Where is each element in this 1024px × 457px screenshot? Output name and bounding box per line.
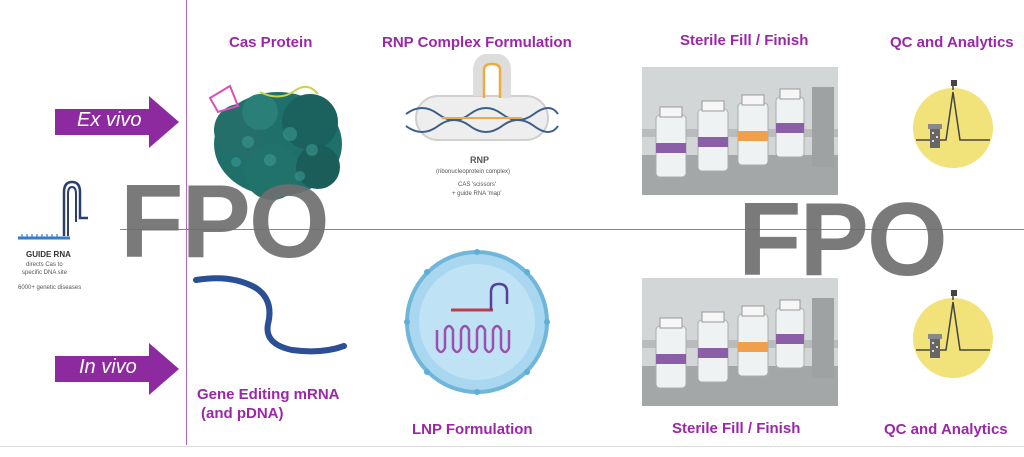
vials-icon xyxy=(642,67,838,195)
label-cas-protein: Cas Protein xyxy=(229,34,313,51)
guide-rna-line3: 6000+ genetic diseases xyxy=(18,285,82,291)
arrow-shape-icon xyxy=(55,343,179,395)
qc-analytics-icon-top xyxy=(913,80,993,168)
guide-rna-title: GUIDE RNA xyxy=(26,250,71,259)
bottom-rule xyxy=(0,446,1024,447)
ex-vivo-label: Ex vivo xyxy=(77,109,142,131)
label-gene-editing-line1: Gene Editing mRNA xyxy=(197,386,340,403)
label-sterile-bottom: Sterile Fill / Finish xyxy=(672,420,801,437)
guide-rna-icon xyxy=(18,180,88,240)
guide-rna-line1: directs Cas to xyxy=(26,262,63,268)
label-lnp-formulation: LNP Formulation xyxy=(412,421,533,438)
label-sterile-top: Sterile Fill / Finish xyxy=(680,32,809,49)
in-vivo-label: In vivo xyxy=(79,356,137,378)
arrow-shape-icon xyxy=(55,96,179,148)
ex-vivo-arrow: Ex vivo xyxy=(55,96,179,148)
label-gene-editing-line2: (and pDNA) xyxy=(201,405,284,422)
lnp-particle-icon xyxy=(404,249,550,395)
guide-rna-diagram: GUIDE RNA directs Cas to specific DNA si… xyxy=(12,178,122,298)
in-vivo-arrow: In vivo xyxy=(55,343,179,395)
cas-protein-icon xyxy=(208,84,342,200)
fpo-watermark-left: FPO xyxy=(120,164,330,280)
rnp-subtitle: (ribonucleoprotein complex) xyxy=(436,169,511,175)
vial-photo-top xyxy=(642,67,838,195)
label-qc-bottom: QC and Analytics xyxy=(884,421,1008,438)
qc-analytics-icon-bottom xyxy=(913,290,993,378)
rnp-line2: + guide RNA 'map' xyxy=(452,191,502,197)
vertical-divider xyxy=(186,0,187,445)
mrna-strand-icon xyxy=(193,275,347,355)
rnp-diagram: RNP (ribonucleoprotein complex) CAS 'sci… xyxy=(402,54,562,204)
fpo-watermark-right: FPO xyxy=(738,182,948,298)
rnp-title: RNP xyxy=(470,155,490,165)
horizontal-divider xyxy=(120,229,1024,230)
rnp-line1: CAS 'scissors' xyxy=(458,182,496,188)
vial-photo-bottom xyxy=(642,278,838,406)
vials-icon xyxy=(642,278,838,406)
label-rnp-formulation: RNP Complex Formulation xyxy=(382,34,572,51)
label-qc-top: QC and Analytics xyxy=(890,34,1014,51)
guide-rna-line2: specific DNA site xyxy=(22,270,68,276)
rnp-complex-icon xyxy=(405,54,559,141)
